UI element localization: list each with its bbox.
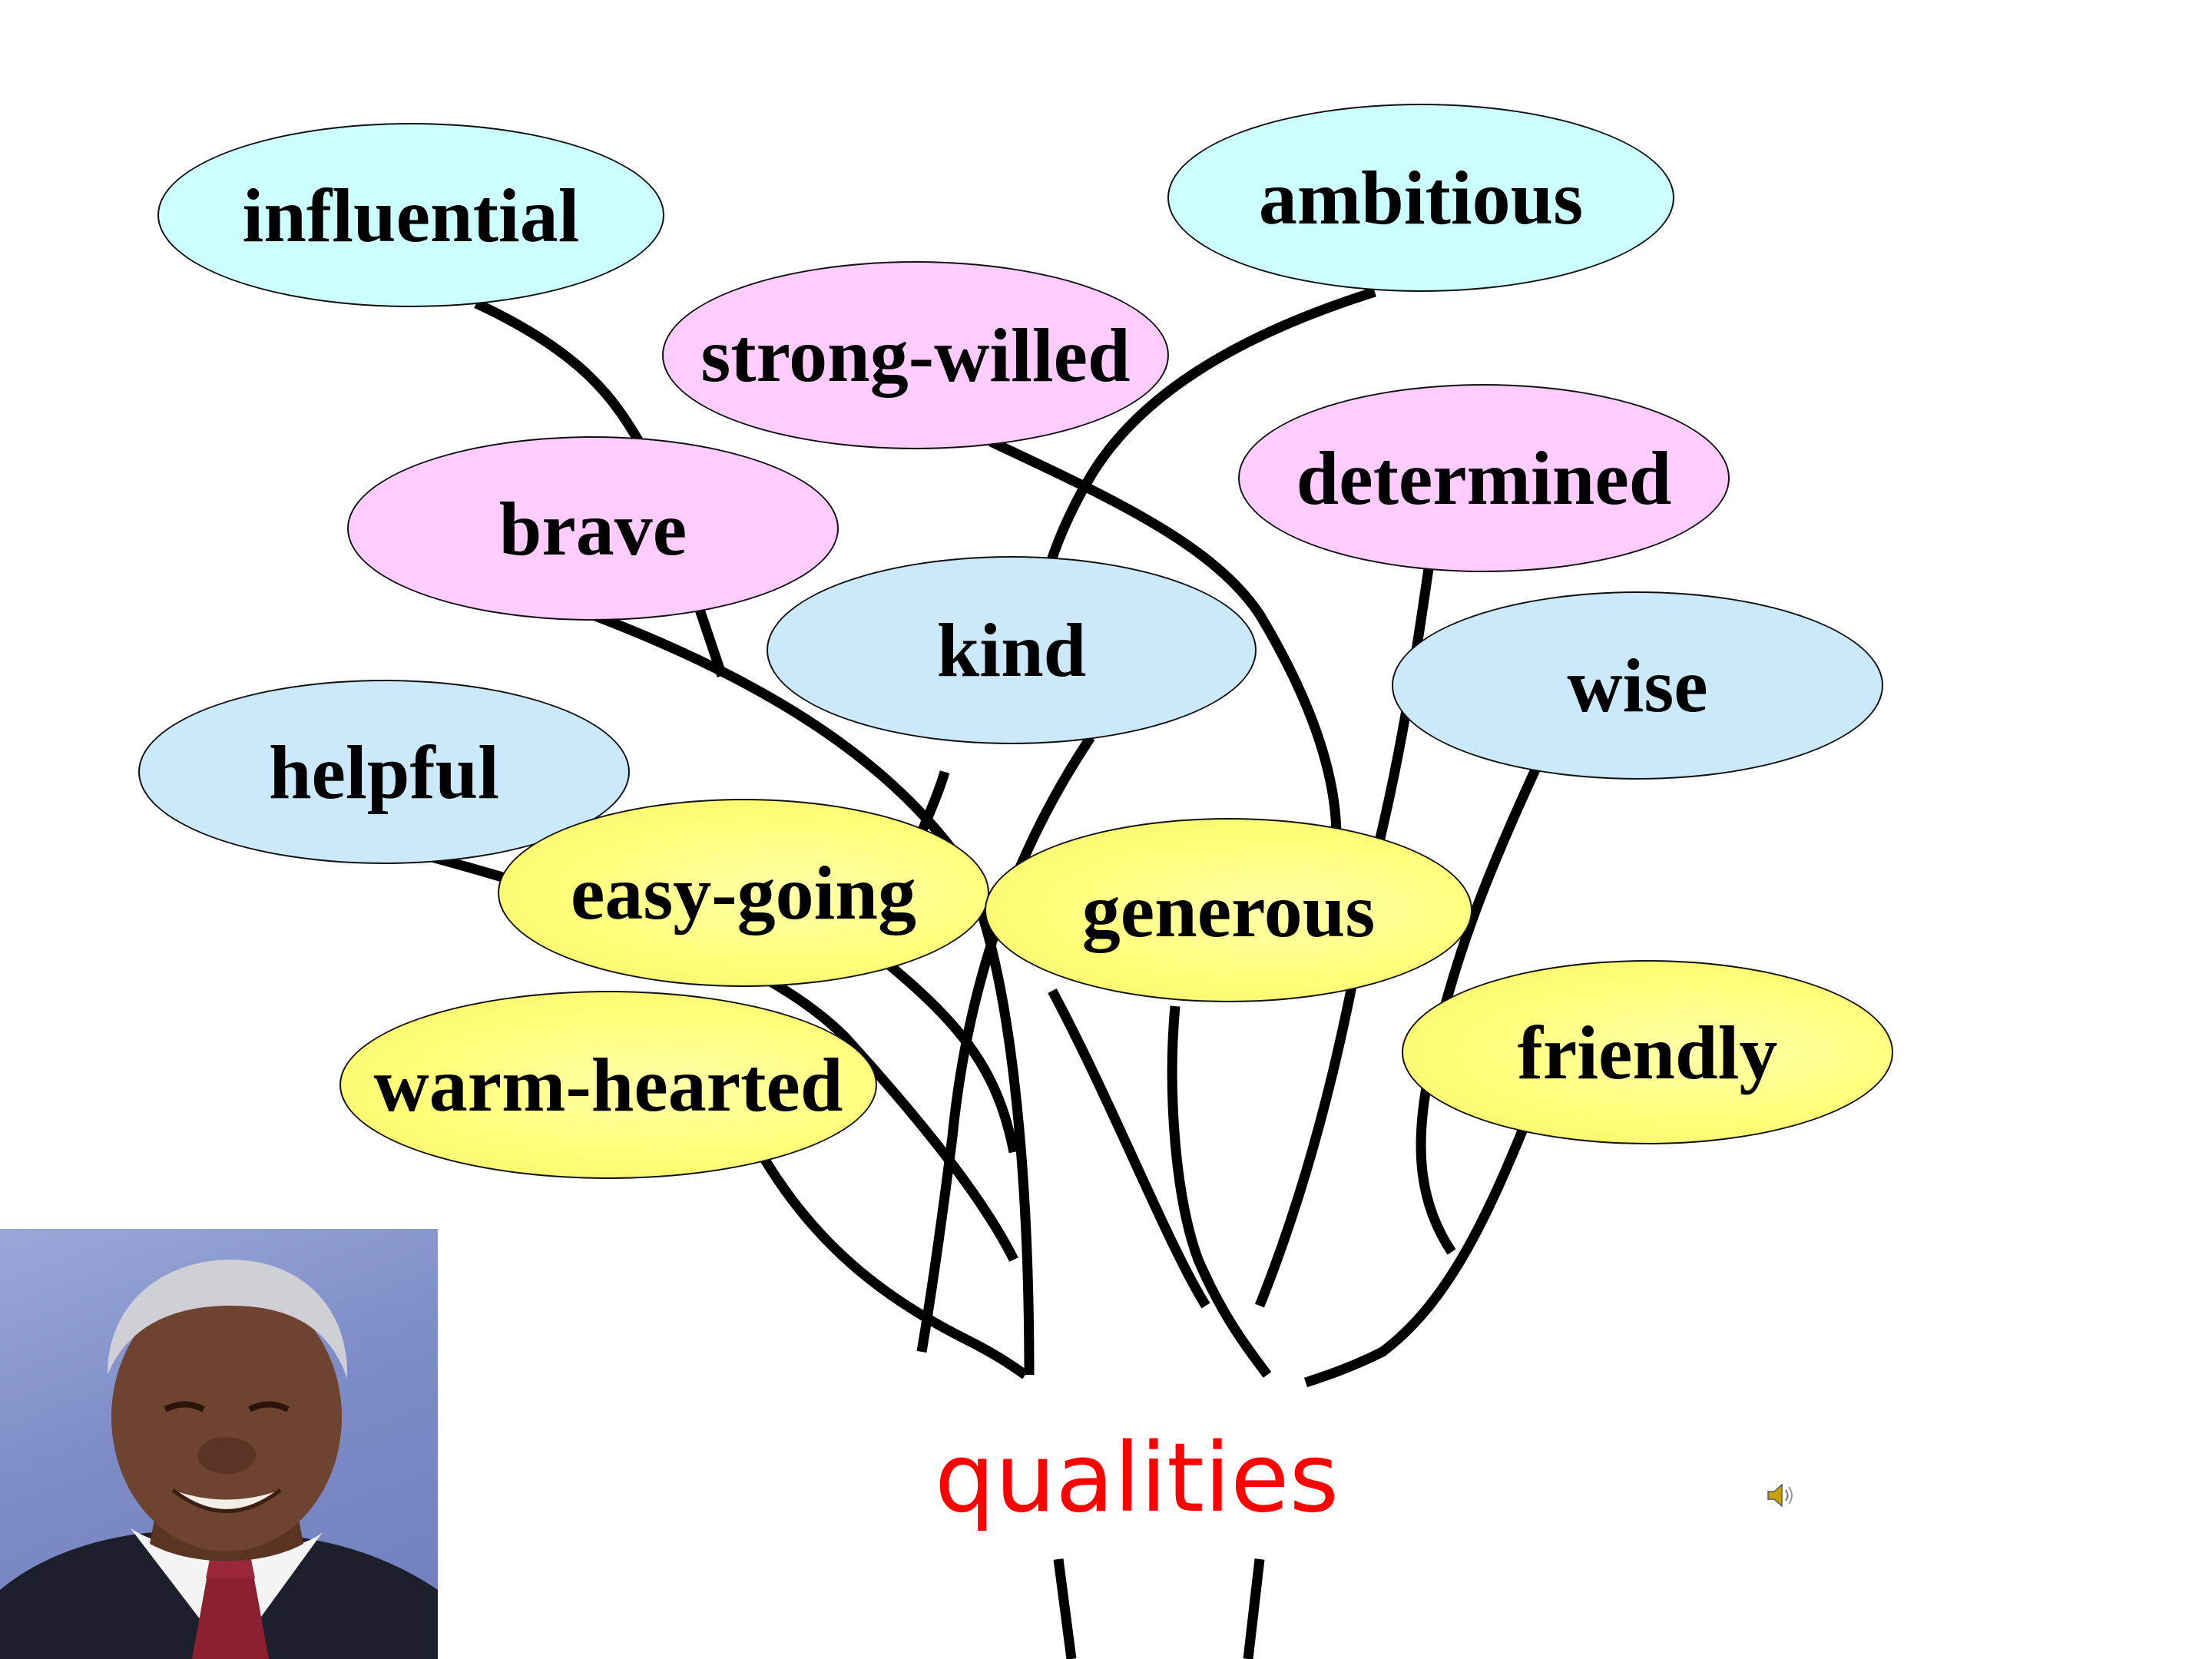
quality-label: warm-hearted [373, 1042, 843, 1128]
portrait-photo [0, 1229, 438, 1659]
speaker-icon-graphic [1767, 1483, 1793, 1508]
center-label: qualities [934, 1423, 1339, 1534]
branch-strong [988, 437, 1342, 838]
quality-label: brave [498, 485, 687, 571]
branch-friendly [1303, 1123, 1530, 1388]
quality-label: generous [1081, 867, 1376, 953]
bubble-kind: kind [767, 556, 1257, 744]
bubble-helpful: helpful [138, 680, 630, 864]
quality-label: kind [936, 608, 1087, 693]
bubble-influential: influential [157, 123, 664, 307]
quality-label: helpful [268, 729, 500, 815]
branch-ambitious [1039, 286, 1376, 585]
bubble-brave: brave [347, 436, 839, 621]
bubble-generous: generous [985, 818, 1472, 1002]
bubble-ambitious: ambitious [1167, 104, 1674, 292]
portrait-drawing [0, 1260, 438, 1659]
bubble-strong-willed: strong-willed [662, 261, 1169, 449]
branch-generous-b [1048, 988, 1210, 1309]
quality-label: easy-going [571, 850, 916, 935]
branch-easy [879, 955, 1019, 1154]
bubble-warm-hearted: warm-hearted [339, 991, 877, 1179]
trunk-left [1053, 1558, 1077, 1659]
trunk-right [1243, 1558, 1265, 1659]
branch-generous [1167, 1005, 1272, 1378]
quality-label: ambitious [1258, 155, 1584, 240]
quality-label: influential [242, 172, 580, 258]
quality-label: wise [1567, 643, 1708, 728]
speaker-icon[interactable] [1767, 1482, 1797, 1508]
branch-kind-b [916, 734, 1095, 1353]
bubble-easy-going: easy-going [498, 799, 989, 987]
bubble-determined: determined [1238, 384, 1730, 572]
quality-label: determined [1296, 435, 1672, 521]
bubble-friendly: friendly [1402, 960, 1893, 1144]
quality-label: friendly [1517, 1009, 1778, 1095]
branch-warm [756, 1149, 1028, 1379]
quality-label: strong-willed [700, 313, 1131, 398]
bubble-wise: wise [1392, 591, 1883, 780]
